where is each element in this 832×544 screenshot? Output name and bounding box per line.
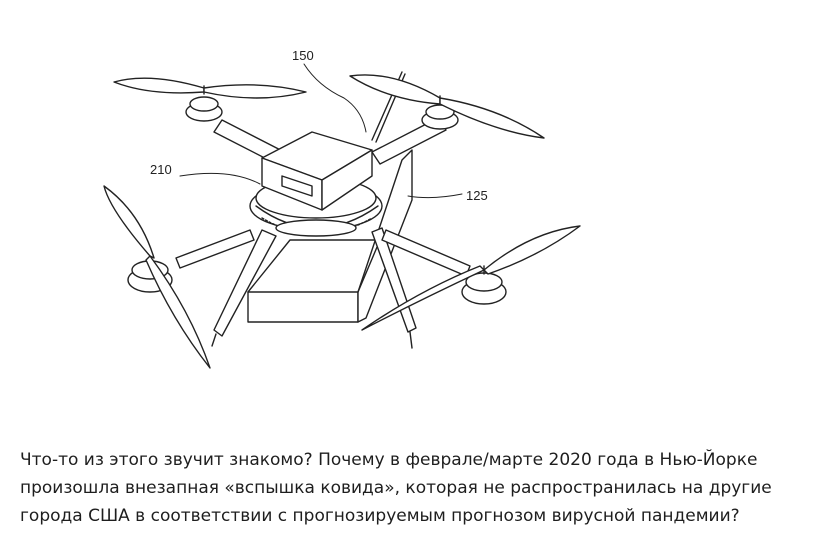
article-paragraph: Что-то из этого звучит знакомо? Почему в… [20,446,820,530]
ref-210: 210 [150,162,172,177]
paragraph-line: Что-то из этого звучит знакомо? Почему в… [20,450,758,470]
arm-rear-left [213,229,277,337]
leader-125 [407,193,463,199]
paragraph-line: города США в соответствии с прогнозируем… [20,506,740,526]
leader-150 [303,63,367,133]
motor-front-right [421,95,459,130]
propeller-rear-left [103,185,211,369]
ref-150: 150 [292,48,314,63]
propeller-front-right [349,74,545,139]
propeller-front-left [113,77,307,99]
motor-rear-right [461,265,507,305]
patent-drone-drawing: 150 210 125 [103,48,581,369]
propeller-rear-right [361,225,581,331]
electronics-housing [261,131,373,211]
ref-125: 125 [466,188,488,203]
leader-210 [179,172,261,185]
paragraph-line: произошла внезапная «вспышка ковида», ко… [20,478,772,498]
